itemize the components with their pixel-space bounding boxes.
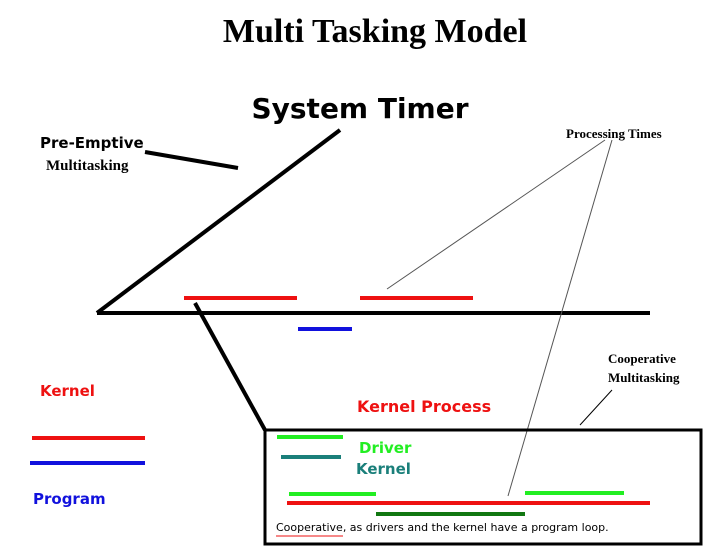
processing-times-pointer-2 [507,139,613,497]
cooperative-inset-box [263,428,703,546]
cooperative-label-line1: Cooperative [608,351,676,366]
cooperative-label-line2: Multitasking [608,370,680,385]
inset-caption: Cooperative, as drivers and the kernel h… [276,521,609,534]
diagram-title: Multi Tasking Model [223,13,527,50]
processing-times-label: Processing Times [566,126,662,141]
timer-diagonal-line [95,128,342,315]
legend-program-label: Program [33,490,106,508]
inset-kernel-label: Kernel [356,460,411,478]
preemptive-label-line1: Pre-Emptive [40,134,144,152]
inset-caption-rest: , as drivers and the kernel have a progr… [343,521,609,534]
kernel-process-label: Kernel Process [357,397,491,416]
inset-caption-underlined: Cooperative [276,521,343,534]
zoom-connector-line [193,302,267,431]
cooperative-pointer [579,389,613,426]
preemptive-label-line2: Multitasking [46,158,129,174]
preemptive-pointer-line [144,150,239,170]
system-timer-label: System Timer [251,92,468,125]
legend-kernel-label: Kernel [40,382,95,400]
inset-driver-label: Driver [359,439,412,457]
processing-times-pointer-1 [386,139,606,290]
